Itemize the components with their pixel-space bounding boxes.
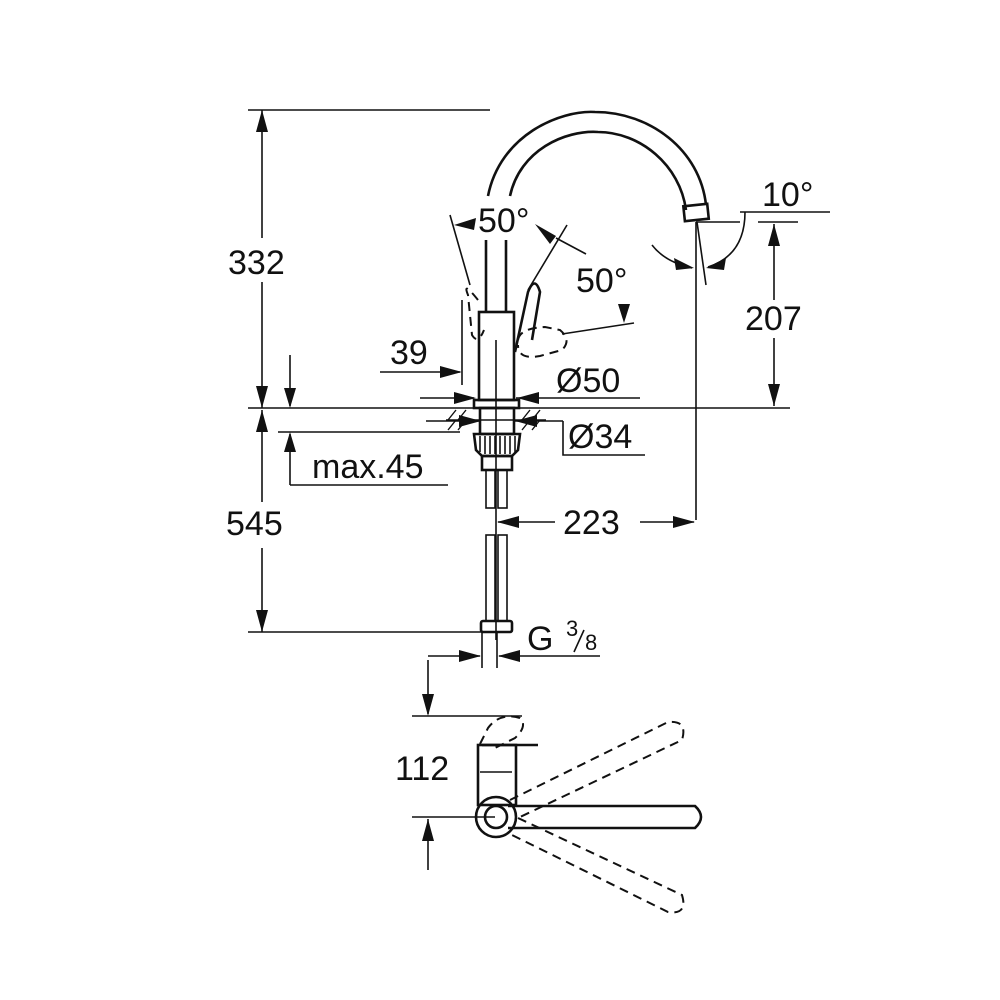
hole-diameter-dimension: Ø34 [426,415,645,456]
dim-207-label: 207 [745,300,802,338]
dim-diameter-50-label: Ø50 [556,362,620,400]
dim-112-label: 112 [395,750,449,788]
dim-39-label: 39 [390,334,428,372]
handle-offset-dimension-39: 39 [380,300,463,385]
faucet-top-view: 112 [395,660,703,914]
base-diameter-dimension: Ø50 [420,362,640,404]
length-dimension-545: 545 [226,407,790,633]
dim-max45-label: max.45 [312,448,424,486]
spout-arc [486,110,711,223]
faucet-side-view [446,240,546,640]
angle-50-forward-label: 50° [576,262,627,300]
lever-angle-dimensions: 50° 50° [449,202,635,335]
spout-tilt-angle: 10° [651,176,830,520]
connection-thread-dimension: G 3 8 [428,616,600,668]
height-dimension-332: 332 [228,109,490,408]
lever-handle [465,282,568,358]
spout-reach-dimension-223: 223 [497,504,695,542]
thread-denominator: 8 [585,630,597,655]
dim-332-label: 332 [228,244,285,282]
dim-223-label: 223 [563,504,620,542]
dim-545-label: 545 [226,505,283,543]
spout-height-dimension-207: 207 [696,221,802,406]
angle-10-label: 10° [762,176,813,214]
dim-diameter-34-label: Ø34 [568,418,632,456]
angle-50-back-label: 50° [478,202,529,240]
thread-numerator: 3 [566,616,578,641]
counter-thickness-dimension: max.45 [278,355,460,486]
thread-g-label: G [527,620,553,658]
